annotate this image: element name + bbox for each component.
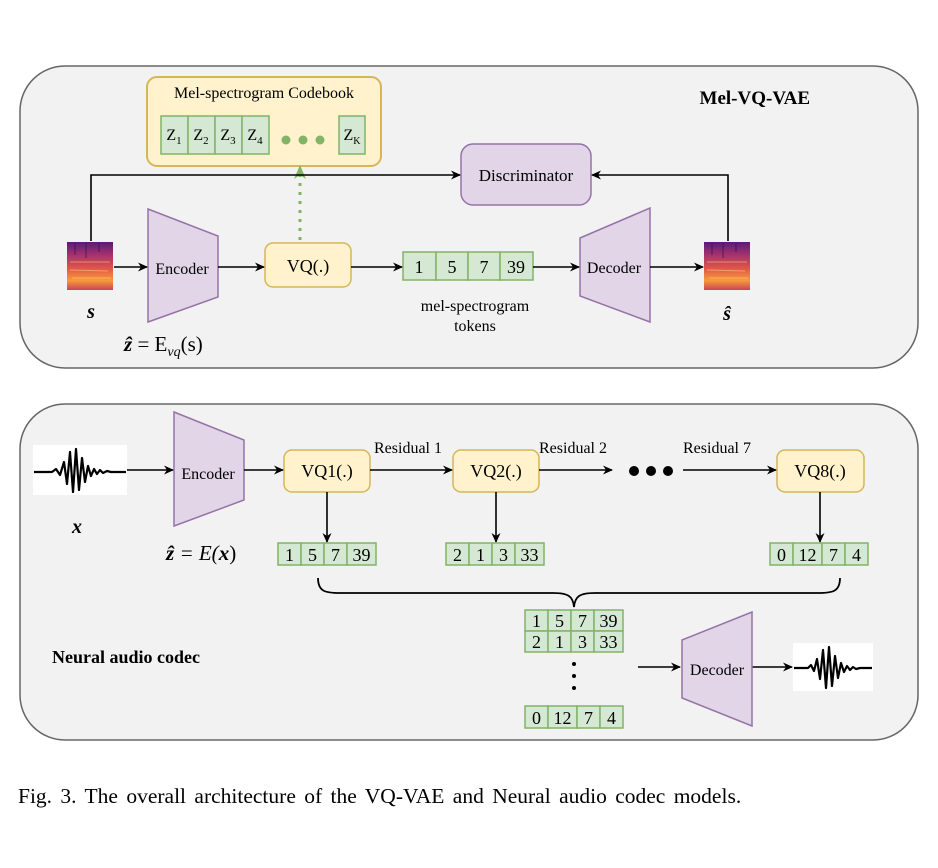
token-cell: 7 <box>480 257 489 277</box>
token-cell: 39 <box>353 545 371 565</box>
mel-encoder-label: Encoder <box>155 261 209 278</box>
vq1-label: VQ1(.) <box>301 461 353 482</box>
codec-decoder <box>681 610 753 728</box>
mel-encoder <box>147 207 219 324</box>
token-cell: 39 <box>507 257 525 277</box>
token-cell: 1 <box>476 545 485 565</box>
token-cell: 7 <box>584 708 593 728</box>
output-waveform-icon <box>794 645 872 690</box>
output-symbol-s-hat: ŝ <box>722 303 732 325</box>
token-cell: 2 <box>453 545 462 565</box>
vq2-tokens: 2 1 3 33 <box>445 542 545 566</box>
token-cell: 4 <box>607 708 616 728</box>
codebook-entry <box>338 115 366 155</box>
codec-encoder <box>173 410 245 528</box>
codec-decoder-label: Decoder <box>690 662 745 679</box>
architecture-diagram: Mel-VQ-VAE Mel-spectrogram Codebook Z1 Z… <box>19 65 919 741</box>
discriminator-label: Discriminator <box>479 166 574 185</box>
codebook-entry-label: Z2 <box>193 127 208 147</box>
residual-7-label: Residual 7 <box>683 440 751 457</box>
mel-latent-formula: ẑ = Evq(s) <box>123 332 203 360</box>
mel-vq-box <box>264 242 352 288</box>
quantizer-ellipsis-icon <box>629 466 673 476</box>
stacked-token-row-8: 0 12 7 4 <box>524 705 624 729</box>
neural-codec-title: Neural audio codec <box>52 647 200 667</box>
mel-vq-vae-title: Mel-VQ-VAE <box>700 88 810 109</box>
token-cell: 33 <box>521 545 539 565</box>
codebook-entry <box>160 115 189 155</box>
codebook-title: Mel-spectrogram Codebook <box>174 85 354 102</box>
residual-1-label: Residual 1 <box>374 440 442 457</box>
codebook-entry <box>241 115 270 155</box>
vq8-label: VQ8(.) <box>794 461 846 482</box>
codebook-entry-label: ZK <box>343 127 361 147</box>
output-spectrogram-icon <box>704 242 750 290</box>
mel-spectrogram-codebook: Mel-spectrogram Codebook Z1 Z2 Z3 Z4 ZK <box>146 76 382 167</box>
vq1-tokens: 1 5 7 39 <box>277 542 377 566</box>
vertical-ellipsis-icon <box>572 662 576 690</box>
codebook-ellipsis-icon <box>281 135 325 145</box>
token-cell: 5 <box>448 257 457 277</box>
figure-caption: Fig. 3. The overall architecture of the … <box>18 784 742 808</box>
input-waveform-icon <box>34 447 126 494</box>
codec-latent-formula: ẑ = E(x) <box>165 541 236 565</box>
residual-2-label: Residual 2 <box>539 440 607 457</box>
mel-decoder-label: Decoder <box>587 260 642 277</box>
input-symbol-s: s <box>86 301 95 323</box>
aggregation-brace <box>317 577 841 608</box>
stacked-token-row-2: 2 1 3 33 <box>524 630 624 653</box>
token-cell: 4 <box>852 545 861 565</box>
token-cell: 1 <box>285 545 294 565</box>
token-cell: 1 <box>532 611 541 631</box>
mel-vq-label: VQ(.) <box>287 256 330 277</box>
token-cell: 3 <box>499 545 508 565</box>
arrow-output-to-discriminator <box>591 170 729 241</box>
token-cell: 0 <box>777 545 786 565</box>
codebook-entry-label: Z1 <box>166 127 181 147</box>
token-cell: 0 <box>532 708 541 728</box>
token-cell: 1 <box>555 632 564 652</box>
mel-token-sequence: 1 5 7 39 <box>402 251 534 281</box>
token-cell: 7 <box>331 545 340 565</box>
token-cell: 33 <box>600 632 618 652</box>
codebook-entry-label: Z3 <box>220 127 236 147</box>
vq8-tokens: 0 12 7 4 <box>769 542 869 566</box>
codebook-entry-label: Z4 <box>247 127 263 147</box>
token-cell: 1 <box>415 257 424 277</box>
mel-decoder <box>579 206 651 324</box>
tokens-caption-line2: tokens <box>454 318 496 335</box>
tokens-caption-line1: mel-spectrogram <box>421 298 530 315</box>
token-cell: 5 <box>308 545 317 565</box>
vq2-label: VQ2(.) <box>470 461 522 482</box>
token-cell: 39 <box>600 611 618 631</box>
token-cell: 7 <box>578 611 587 631</box>
codec-encoder-label: Encoder <box>181 466 235 483</box>
token-cell: 7 <box>829 545 838 565</box>
token-cell: 12 <box>799 545 817 565</box>
token-cell: 12 <box>554 708 572 728</box>
token-cell: 3 <box>578 632 587 652</box>
input-spectrogram-icon <box>67 242 113 290</box>
arrow-input-to-discriminator <box>90 170 461 241</box>
stacked-token-row-1: 1 5 7 39 <box>524 609 624 632</box>
token-cell: 5 <box>555 611 564 631</box>
input-symbol-x: x <box>71 516 82 538</box>
token-cell: 2 <box>532 632 541 652</box>
